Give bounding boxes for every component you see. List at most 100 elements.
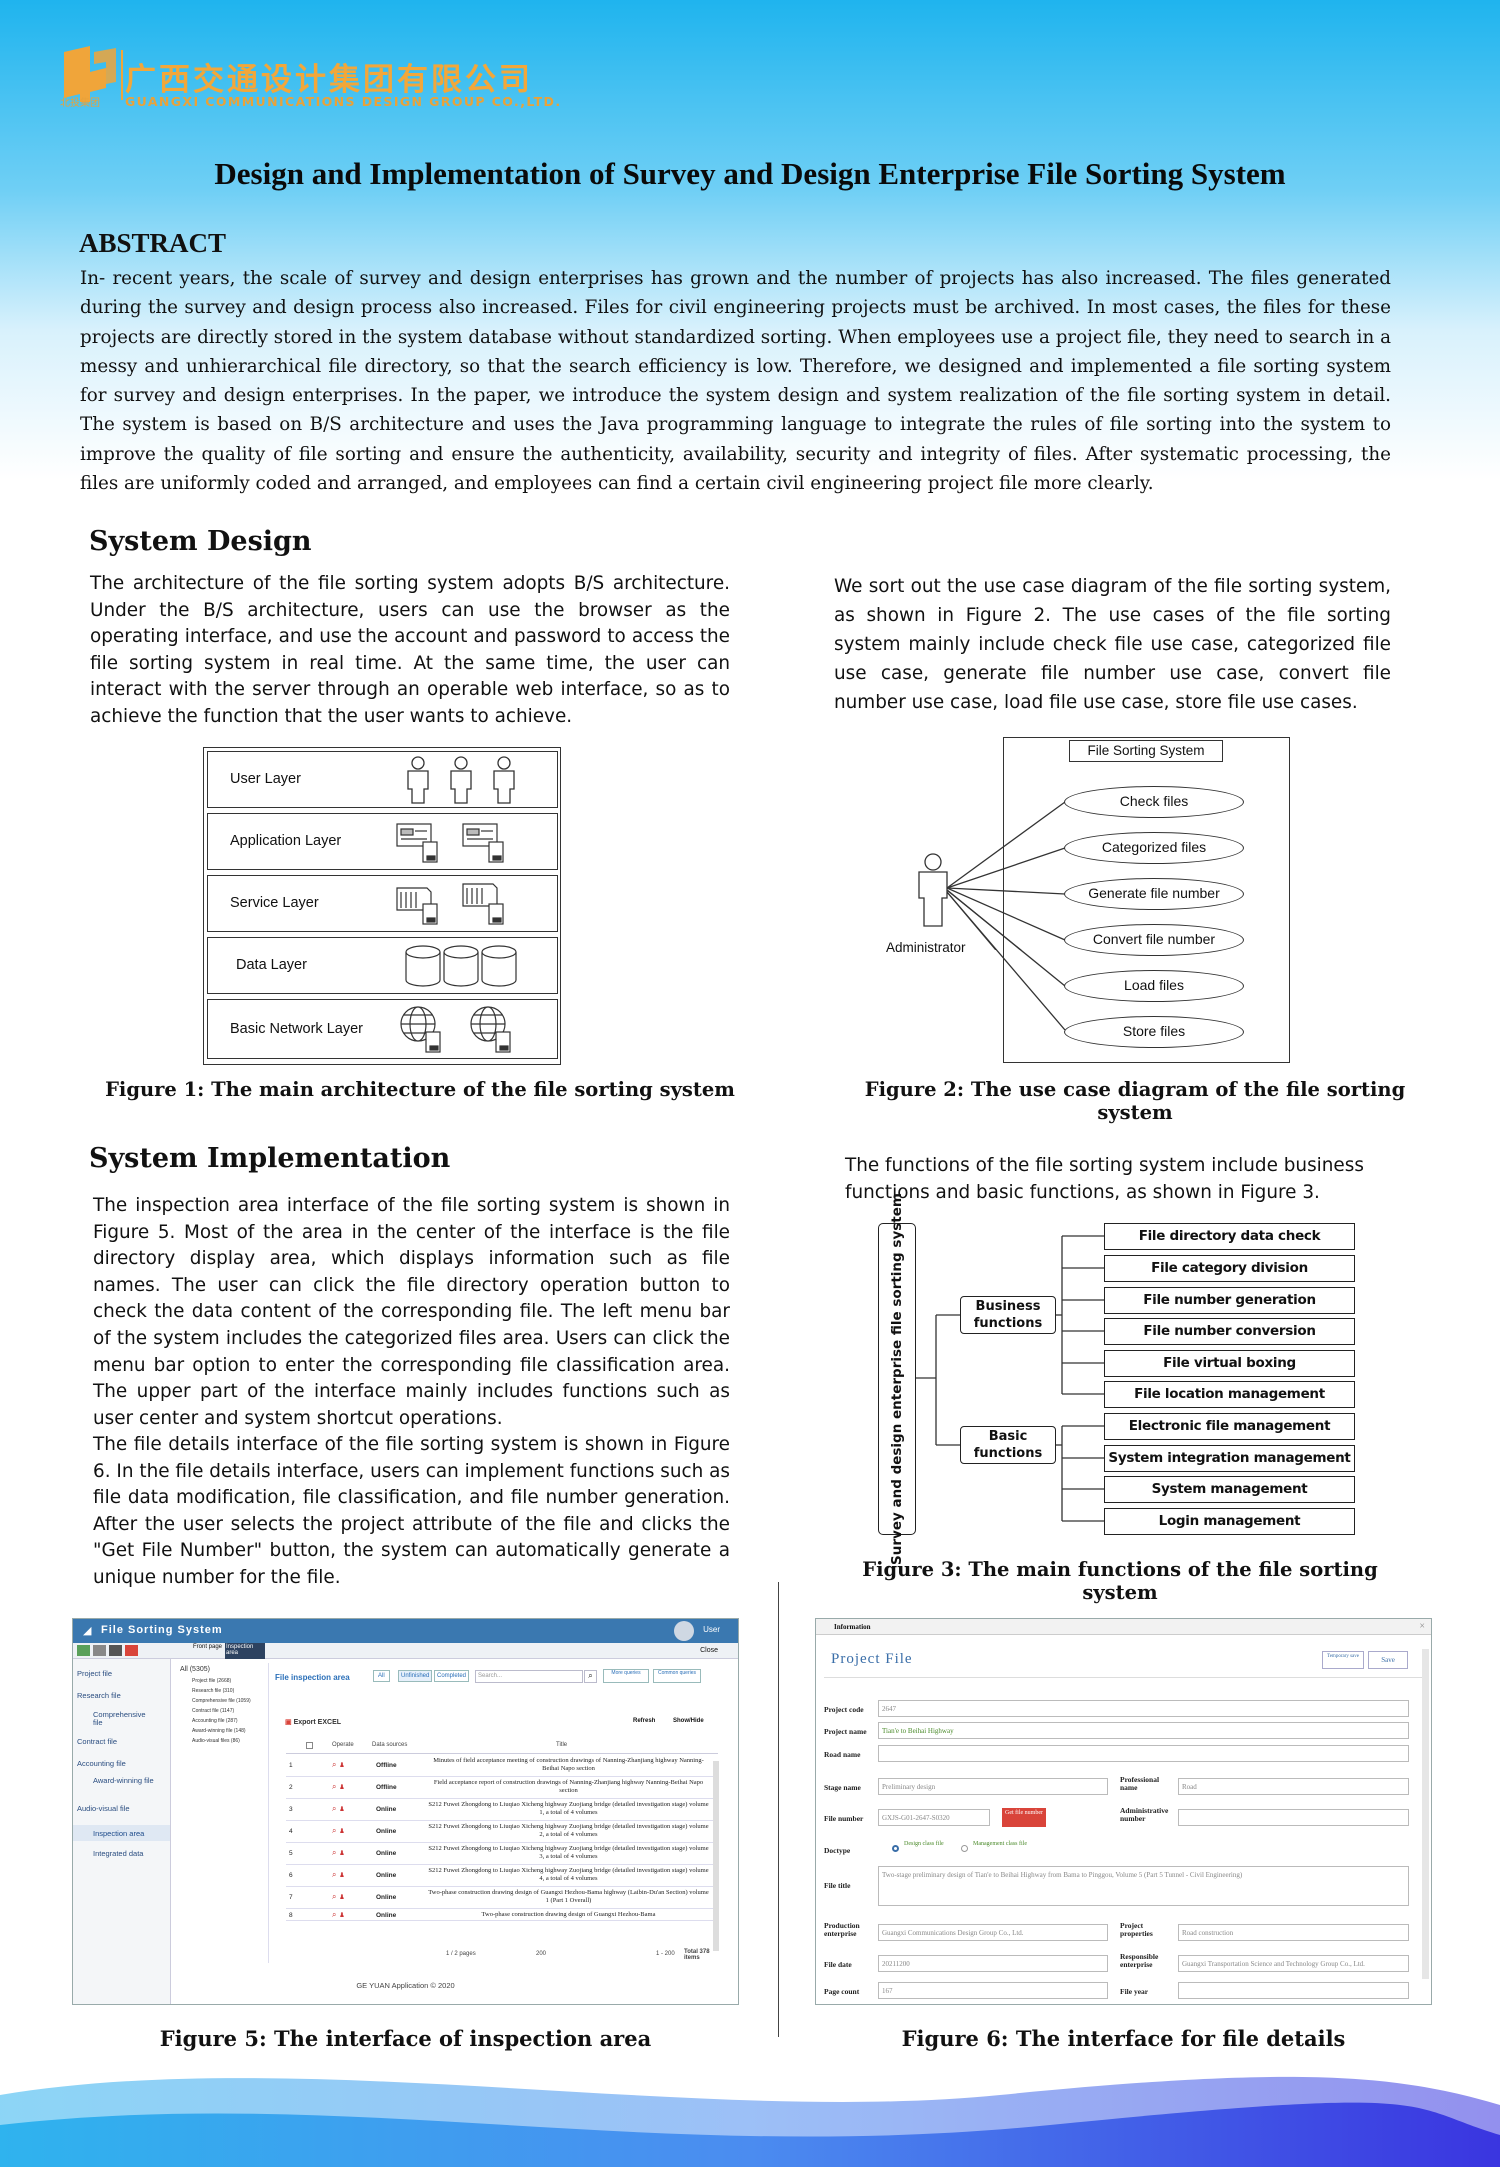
view-icon[interactable]: ⌕ ♟ [332, 1870, 346, 1879]
select-stage[interactable]: Preliminary design [878, 1778, 1108, 1795]
close-tabs-button[interactable]: Close [700, 1647, 718, 1654]
menu-inspection-area[interactable]: Inspection area [73, 1825, 170, 1841]
app-logo-icon: ◢ [83, 1625, 92, 1637]
radio-management-class[interactable] [961, 1845, 968, 1852]
row-number: 8 [289, 1912, 293, 1919]
menu-accounting-file[interactable]: Accounting file [77, 1759, 126, 1768]
input-road-name[interactable] [878, 1745, 1409, 1762]
home-icon[interactable] [77, 1645, 90, 1656]
user-menu[interactable]: User [703, 1625, 720, 1634]
figure-3-connectors [916, 1235, 1104, 1522]
view-icon[interactable]: ⌕ ♟ [332, 1760, 346, 1769]
view-icon[interactable]: ⌕ ♟ [332, 1910, 346, 1919]
input-project-code[interactable]: 2647 [878, 1700, 1409, 1717]
input-project-name[interactable]: Tian'e to Beihai Highway [878, 1722, 1409, 1739]
col-data-sources: Data sources [372, 1742, 408, 1748]
page-size-select[interactable]: 200 [536, 1951, 547, 1957]
get-file-number-button[interactable]: Get file number [1002, 1808, 1046, 1827]
tree-item[interactable]: Audio-visual files (86) [192, 1738, 240, 1744]
view-icon[interactable]: ⌕ ♟ [332, 1804, 346, 1813]
menu-award-file[interactable]: Award-winning file [93, 1776, 154, 1785]
menu-research-file[interactable]: Research file [77, 1691, 121, 1700]
common-queries-button[interactable]: Common queries [653, 1669, 701, 1683]
search-input[interactable]: Search... [475, 1670, 583, 1683]
tree-root[interactable]: All (5305) [180, 1666, 210, 1673]
refresh-button[interactable]: Refresh [633, 1718, 656, 1724]
service-icons [396, 883, 504, 925]
export-excel-button[interactable]: ▣ Export EXCEL [285, 1718, 341, 1726]
globe-icons [400, 1006, 511, 1053]
label-management-class: Management class file [973, 1841, 1027, 1847]
input-file-date[interactable]: 20211200 [878, 1955, 1108, 1972]
row-source: Offline [376, 1784, 397, 1791]
nav-icon[interactable] [93, 1645, 106, 1656]
avatar[interactable] [674, 1621, 694, 1641]
menu-audio-visual[interactable]: Audio-visual file [77, 1804, 130, 1813]
tree-item[interactable]: Accounting file (287) [192, 1718, 238, 1724]
input-responsible[interactable]: Guangxi Transportation Science and Techn… [1178, 1955, 1409, 1972]
figure-2-caption: Figure 2: The use case diagram of the fi… [864, 1078, 1406, 1124]
menu-contract-file[interactable]: Contract file [77, 1737, 118, 1746]
filter-all[interactable]: All [373, 1670, 390, 1682]
select-all-checkbox[interactable] [306, 1742, 313, 1749]
layer-network: Basic Network Layer [207, 999, 558, 1059]
use-case-store-files: Store files [1064, 1016, 1244, 1048]
fig3-item: File number generation [1104, 1287, 1355, 1314]
input-production[interactable]: Guangxi Communications Design Group Co.,… [878, 1924, 1108, 1941]
dialog-scrollbar[interactable] [1422, 1649, 1429, 1979]
select-project-properties[interactable]: Road construction [1178, 1924, 1409, 1941]
layer-label: Service Layer [230, 895, 319, 911]
use-case-generate-number: Generate file number [1064, 878, 1244, 910]
filter-completed[interactable]: Completed [434, 1670, 470, 1682]
close-icon[interactable]: × [1419, 1621, 1425, 1632]
label-production: Production enterprise [824, 1921, 860, 1938]
temporary-save-button[interactable]: Temporary save [1322, 1651, 1364, 1669]
input-page-count[interactable]: 167 [878, 1982, 1108, 1999]
tab-front-page[interactable]: Front page [193, 1644, 223, 1650]
gear-icon[interactable] [109, 1645, 122, 1656]
input-admin-number[interactable] [1178, 1809, 1409, 1826]
view-icon[interactable]: ⌕ ♟ [332, 1892, 346, 1901]
more-queries-button[interactable]: More queries [603, 1669, 649, 1683]
pager-pages[interactable]: 1 / 2 pages [446, 1951, 476, 1957]
tab-inspection-area[interactable]: Inspection area [225, 1643, 265, 1659]
textarea-file-title[interactable]: Two-stage preliminary design of Tian'e t… [878, 1866, 1409, 1906]
tree-item[interactable]: Award-winning file (148) [192, 1728, 246, 1734]
tree-item[interactable]: Contract file (1147) [192, 1708, 235, 1714]
tree-item[interactable]: Research file (310) [192, 1688, 235, 1694]
row-title: Two-phase construction drawing design of… [481, 1911, 656, 1918]
decorative-wave [0, 2076, 1500, 2167]
view-icon[interactable]: ⌕ ♟ [332, 1848, 346, 1857]
table-scrollbar[interactable] [713, 1761, 719, 1951]
search-icon[interactable]: ⌕ [584, 1670, 597, 1683]
menu-project-file[interactable]: Project file [77, 1669, 113, 1678]
menu-integrated-data[interactable]: Integrated data [93, 1849, 144, 1858]
view-icon[interactable]: ⌕ ♟ [332, 1782, 346, 1791]
save-button[interactable]: Save [1368, 1651, 1408, 1669]
row-title: S212 Fuwei Zhongdong to Liuqiao Xicheng … [428, 1845, 709, 1860]
power-icon[interactable] [125, 1645, 138, 1656]
filter-unfinished[interactable]: Unfinished [398, 1670, 433, 1682]
page-title: Design and Implementation of Survey and … [214, 156, 1286, 191]
input-file-number[interactable]: GXJS-G01-2647-S0320 [878, 1809, 990, 1826]
tree-item[interactable]: Comprehensive file (1059) [192, 1698, 251, 1704]
select-professional[interactable]: Road [1178, 1778, 1409, 1795]
show-hide-button[interactable]: Show/Hide [673, 1718, 704, 1724]
layer-label: Data Layer [236, 957, 307, 973]
col-operate: Operate [332, 1742, 354, 1748]
view-icon[interactable]: ⌕ ♟ [332, 1826, 346, 1835]
tree-item[interactable]: Project file (2668) [192, 1678, 232, 1684]
input-file-year[interactable] [1178, 1982, 1409, 1999]
radio-design-class[interactable] [892, 1845, 899, 1852]
label-doctype: Doctype [824, 1846, 851, 1855]
menu-comprehensive-file[interactable]: Comprehensive file [93, 1710, 146, 1727]
company-short-name: 北投集团 [60, 98, 100, 109]
